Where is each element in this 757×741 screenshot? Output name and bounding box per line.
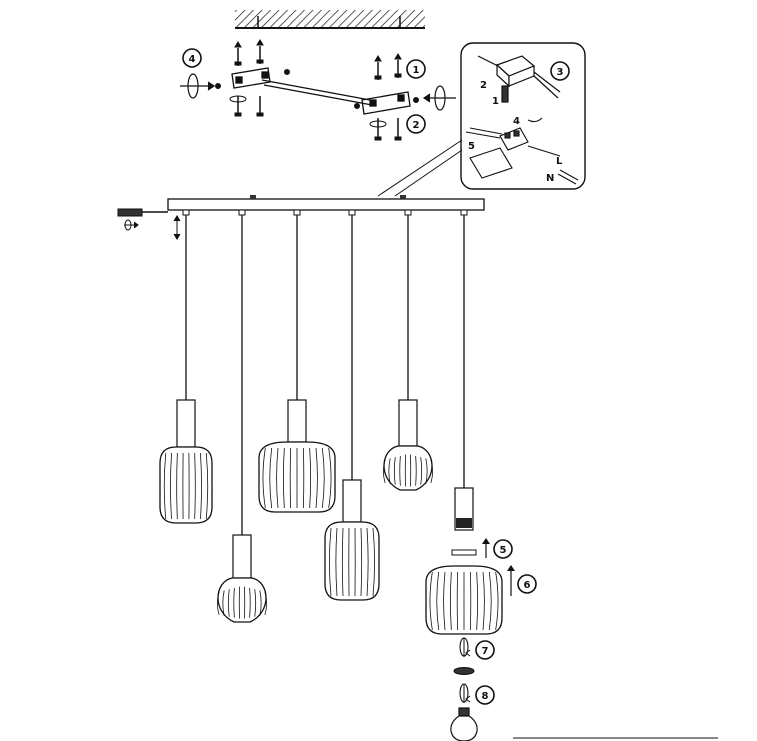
cord-anchor	[460, 209, 468, 216]
pendant-shade	[324, 521, 380, 601]
exploded-arrow-6	[507, 565, 515, 596]
detail-label-1: 1	[492, 96, 499, 107]
step-badge-7: 7	[475, 640, 495, 660]
step-badge-4: 4	[182, 48, 202, 68]
step-badge-8: 8	[475, 685, 495, 705]
wiring-detail-callout: 3 2 1 4 5 L N	[377, 42, 586, 197]
detail-label-5: 5	[468, 141, 475, 152]
screw-icon	[394, 53, 402, 78]
svg-text:1: 1	[413, 65, 420, 76]
rotate-arrow-icon	[180, 73, 216, 99]
lamp-holder	[454, 487, 474, 531]
detail-label-L: L	[556, 156, 563, 167]
svg-text:3: 3	[557, 67, 564, 78]
screw-icon	[394, 118, 402, 141]
detail-label-N: N	[546, 173, 554, 184]
junction-box	[477, 55, 561, 103]
lamp-socket	[342, 479, 362, 523]
cord-anchor	[348, 209, 356, 216]
pendant-cords	[182, 209, 468, 535]
step-badge-3: 3	[550, 61, 570, 81]
rotate-arrow-icon	[422, 85, 456, 111]
shade-ring	[451, 538, 490, 558]
rotate-arrow-icon	[459, 683, 471, 703]
lamp-socket	[232, 534, 252, 579]
svg-text:5: 5	[500, 545, 507, 556]
cord-anchor	[182, 209, 190, 216]
detail-label-2: 2	[480, 80, 487, 91]
mounting-bracket	[231, 67, 411, 115]
step-badge-2: 2	[406, 114, 426, 134]
step-badge-6: 6	[517, 574, 537, 594]
lamp-socket	[176, 399, 196, 448]
lamp-socket	[398, 399, 418, 447]
step-badge-5: 5	[493, 539, 513, 559]
screwdriver-icon	[117, 208, 181, 240]
pendant-shade	[216, 577, 268, 623]
cord-anchor	[293, 209, 301, 216]
pendant-shades	[159, 399, 503, 635]
locking-ring	[453, 637, 475, 675]
svg-text:8: 8	[482, 691, 489, 702]
pendant-shade	[159, 446, 213, 524]
pendant-shade	[382, 445, 434, 491]
screw-icon	[234, 96, 242, 117]
ceiling-screws	[215, 39, 419, 141]
lamp-socket	[287, 399, 307, 443]
svg-text:7: 7	[482, 646, 489, 657]
pendant-shade-exploded	[425, 565, 503, 635]
cord-anchor	[238, 209, 246, 216]
screw-icon	[234, 41, 242, 66]
svg-text:2: 2	[413, 120, 420, 131]
cord-anchor	[404, 209, 412, 216]
canopy-bar	[167, 195, 485, 211]
step-badge-1: 1	[406, 59, 426, 79]
screw-icon	[374, 55, 382, 80]
detail-label-4: 4	[513, 116, 520, 127]
screw-icon	[256, 39, 264, 64]
terminal-block	[465, 117, 579, 185]
light-bulb-icon	[450, 707, 478, 741]
svg-text:6: 6	[524, 580, 531, 591]
svg-text:4: 4	[189, 54, 196, 65]
pendant-shade	[258, 441, 336, 513]
screw-icon	[256, 96, 264, 117]
ceiling	[235, 10, 425, 29]
